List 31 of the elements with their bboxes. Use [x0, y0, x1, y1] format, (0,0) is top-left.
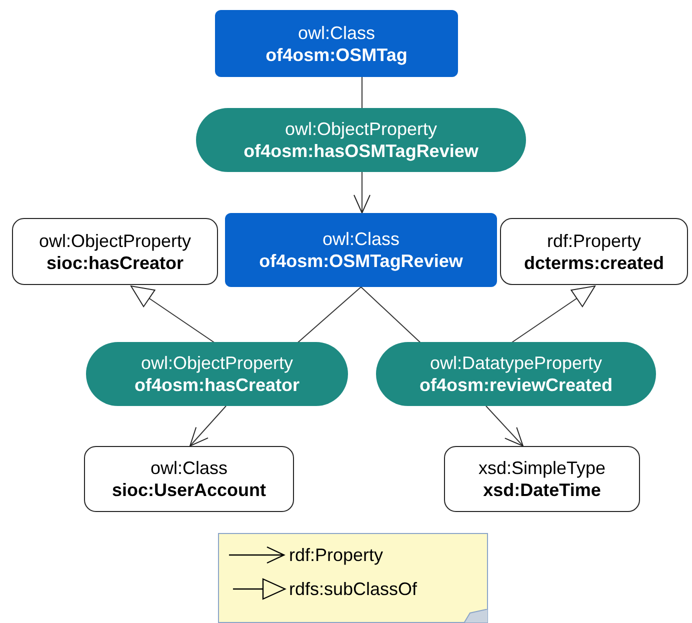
- class-box: [225, 213, 497, 287]
- term-box: [500, 218, 688, 285]
- term-name: dcterms:created: [524, 252, 664, 274]
- term-type: rdf:Property: [546, 230, 642, 252]
- subclass-arrow: [130, 286, 216, 344]
- legend-label: rdf:Property: [289, 544, 384, 566]
- arrow: [486, 406, 524, 446]
- term-box: [12, 218, 218, 285]
- term-type: xsd:SimpleType: [478, 457, 606, 479]
- arrow: [190, 406, 226, 446]
- term-type: owl:Class: [150, 457, 228, 479]
- term-type: owl:Class: [298, 22, 376, 44]
- term-name: xsd:DateTime: [483, 479, 601, 501]
- term-type: owl:ObjectProperty: [38, 230, 192, 252]
- arrow: [354, 172, 370, 214]
- term-type: owl:Class: [322, 228, 400, 250]
- subclass-arrow: [510, 286, 596, 344]
- term-name: of4osm:hasCreator: [134, 374, 300, 396]
- term-box: [444, 446, 640, 512]
- term-type: owl:DatatypeProperty: [430, 352, 602, 374]
- term-name: of4osm:hasOSMTagReview: [244, 140, 478, 162]
- legend-label: rdfs:subClassOf: [289, 578, 418, 600]
- term-type: owl:ObjectProperty: [284, 118, 438, 140]
- term-box: [84, 446, 294, 512]
- term-type: owl:ObjectProperty: [140, 352, 294, 374]
- term-name: sioc:hasCreator: [46, 252, 184, 274]
- class-box: [215, 10, 458, 77]
- term-name: of4osm:OSMTagReview: [259, 250, 463, 272]
- term-name: sioc:UserAccount: [112, 479, 266, 501]
- term-name: of4osm:reviewCreated: [419, 374, 613, 396]
- term-name: of4osm:OSMTag: [266, 44, 408, 66]
